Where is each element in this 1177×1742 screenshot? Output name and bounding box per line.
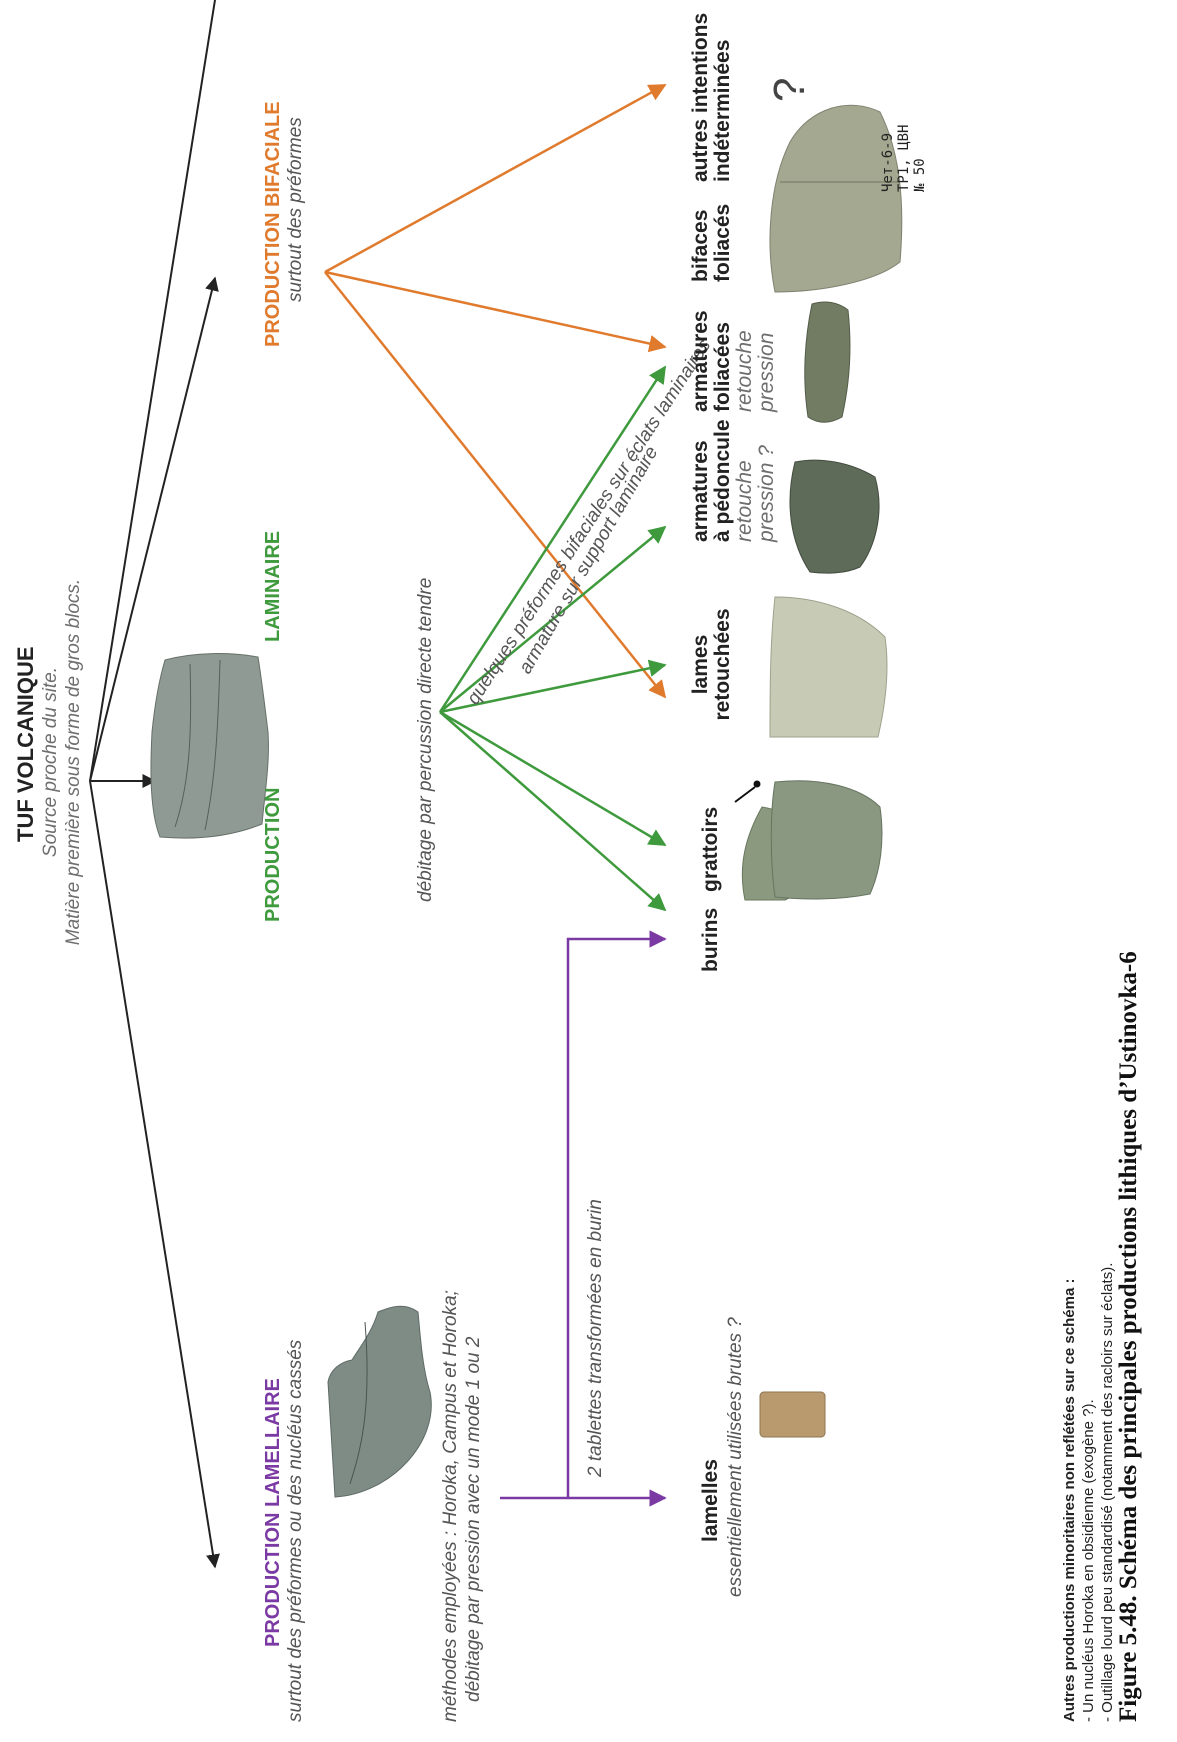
footnote-title: Autres productions minoritaires non refl… [1060,1263,1079,1722]
lamellaire-branch [500,939,665,1498]
product-pedoncule-line-2: à pédoncule [712,419,734,542]
lamellaire-method-1: méthodes employées : Horoka, Campus et H… [440,1290,462,1722]
product-pedoncule-line-1: armatures [690,419,712,542]
bifaciale-description: surtout des préformes [285,117,307,302]
product-pedoncule-note-1: retouche [734,419,756,542]
edge-label-tablettes: 2 tablettes transformées en burin [585,1199,607,1477]
product-bifaces-line-2: foliacés [712,204,734,282]
product-autres-line-1: autres intentions [690,13,712,182]
product-foliacees-note-2: pression [756,310,778,412]
footnote: Autres productions minoritaires non refl… [1060,1263,1117,1722]
product-lames-line-1: lames [690,597,712,732]
bifaciale-heading: PRODUCTION BIFACIALE [262,101,284,347]
lame-retouchee-image [770,597,887,737]
lamellaire-description: surtout des préformes ou des nucléus cas… [285,1340,307,1722]
product-autres: autres intentions indéterminées [690,13,734,182]
armature-foliacee-image [805,302,850,422]
product-foliacees-line-1: armatures [690,310,712,412]
root-title: TUF VOLCANIQUE [15,682,37,842]
green-to-burins [440,712,665,910]
figure-caption: Figure 5.48. Schéma des principales prod… [1115,951,1143,1722]
green-to-grattoirs [440,712,665,845]
root-subtitle-1: Source proche du site. [40,642,62,882]
biface-label: Чет-6-9 TP1, ЦВН № 50 [880,125,928,192]
bifaciale-fan [325,85,665,697]
product-grattoirs: grattoirs [700,807,722,892]
lamellaire-nucleus-image [328,1306,431,1497]
lamellaire-word-1: PRODUCTION [262,1513,284,1647]
bifaciale-word-1: PRODUCTION [262,213,284,347]
laminaire-word-1: PRODUCTION [262,788,284,922]
product-burins: burins [700,908,722,972]
grattoir-image [771,781,882,899]
product-lames-line-2: retouchées [712,597,734,732]
product-bifaces-line-1: bifaces [690,204,712,282]
orange-to-autres [325,85,665,272]
product-foliacees-line-2: foliacées [712,310,734,412]
biface-label-line-3: № 50 [912,125,928,192]
lamellaire-word-2: LAMELLAIRE [262,1378,284,1507]
product-lamelles: lamelles [700,1459,722,1542]
lamellaire-method-2: débitage par pression avec un mode 1 ou … [463,1337,485,1702]
burin-arrow-dot [754,781,761,788]
product-foliacees-note-1: retouche [734,310,756,412]
product-foliacees: armatures foliacées retouche pression [690,310,778,412]
lamelle-image [760,1392,825,1437]
laminaire-description: débitage par percussion directe tendre [415,578,437,902]
product-lames: lames retouchées [690,597,734,732]
burin-arrow-line [735,787,755,802]
bifaciale-word-2: BIFACIALE [262,101,284,207]
product-bifaces: bifaces foliacés [690,204,734,282]
armature-pedoncule-image [790,460,879,573]
product-autres-line-2: indéterminées [712,13,734,182]
purple-to-burins [568,939,665,1498]
biface-label-line-1: Чет-6-9 [880,125,896,192]
footnote-item-1: - Un nucléus Horoka en obsidienne (exogè… [1079,1263,1098,1722]
branch-lamellaire-arrow [90,781,215,1567]
product-autres-mark: ? [765,78,815,102]
laminaire-word-2: LAMINAIRE [262,531,284,642]
lamellaire-heading: PRODUCTION LAMELLAIRE [262,1378,284,1647]
laminaire-nucleus-image [151,654,269,839]
biface-label-line-2: TP1, ЦВН [896,125,912,192]
product-pedoncule-note-2: pression ? [756,419,778,542]
green-to-foliacees [440,367,665,712]
product-pedoncule: armatures à pédoncule retouche pression … [690,419,778,542]
product-lamelles-note: essentiellement utilisées brutes ? [725,1317,747,1597]
root-subtitle-2: Matière première sous forme de gros bloc… [63,562,85,962]
